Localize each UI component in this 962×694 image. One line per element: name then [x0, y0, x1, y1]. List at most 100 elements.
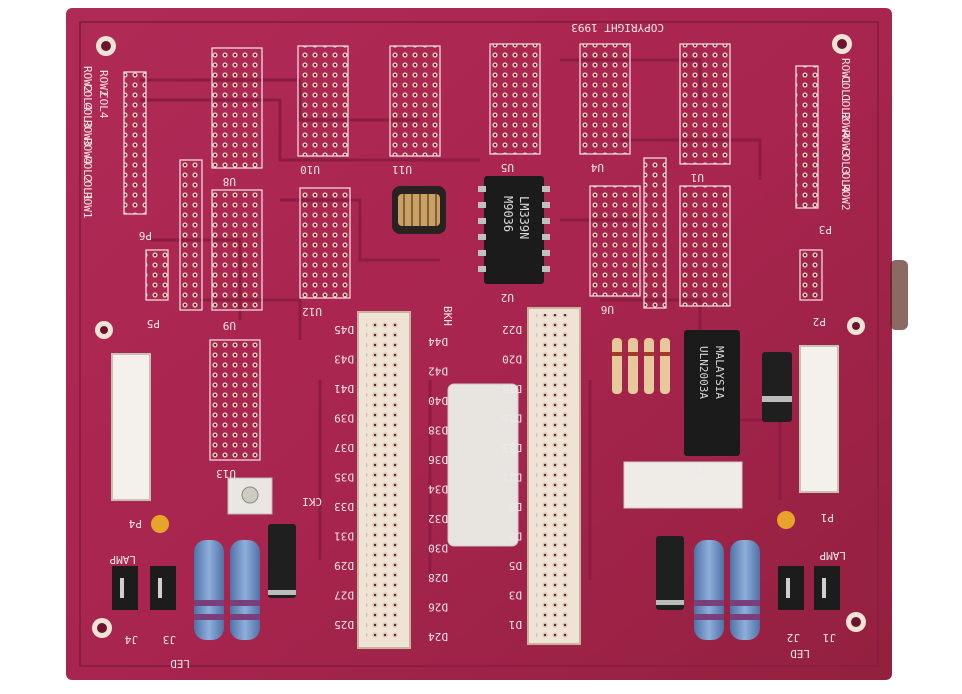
silk-label: D34	[428, 483, 448, 496]
label-lamp-right: LAMP	[819, 549, 846, 562]
edge-label: ROW1	[81, 192, 94, 219]
u2-marking-2: LM339N	[517, 196, 531, 239]
power-resistors	[194, 540, 760, 640]
ic-ref-label: U4	[590, 161, 604, 174]
ic-ref-label: U12	[302, 305, 322, 318]
silk-label: D25	[334, 618, 354, 631]
label-led-right: LED	[790, 647, 810, 660]
silk-label: D31	[334, 530, 354, 543]
jumpers	[112, 566, 840, 610]
u2-marking-1: M9036	[501, 196, 515, 232]
copyright-label: COPYRIGHT 1993	[571, 21, 664, 34]
edge-connectors	[123, 65, 823, 301]
edge-label: COL1	[839, 76, 852, 103]
silk-label: D7	[509, 530, 522, 543]
label-sticker	[447, 383, 519, 547]
silk-label: D44	[428, 335, 448, 348]
silk-label: D24	[428, 630, 448, 643]
ic-ref-label: U9	[223, 319, 236, 332]
silk-label: D41	[334, 382, 354, 395]
silk-label: D39	[334, 412, 354, 425]
svg-text:ROW2: ROW2	[97, 70, 110, 97]
silk-label: D20	[502, 353, 522, 366]
silk-label: D28	[428, 571, 448, 584]
silk-label: D32	[428, 512, 448, 525]
label-j4: J4	[124, 633, 138, 646]
silk-label: D26	[428, 601, 448, 614]
edge-label: COL2	[839, 94, 852, 121]
capacitor-right	[777, 511, 795, 529]
label-p5: P5	[147, 317, 160, 330]
edge-label: COL4	[839, 166, 852, 193]
edge-label: ROW2	[81, 66, 94, 93]
ic-footprints	[179, 43, 731, 461]
label-p6: P6	[139, 229, 152, 242]
silk-label: D45	[334, 323, 354, 336]
resistor-cluster	[612, 338, 670, 394]
label-p3: P3	[819, 223, 832, 236]
edge-label: ROW4	[839, 112, 852, 139]
connector-p4	[111, 353, 151, 501]
edge-label: COL4	[81, 84, 94, 111]
ic-ref-label: U11	[392, 163, 412, 176]
mounting-holes	[92, 34, 866, 638]
label-j3: J3	[163, 633, 176, 646]
board-edge-shadow	[890, 260, 908, 330]
silk-label: D37	[334, 441, 354, 454]
silk-label: D5	[509, 559, 522, 572]
ic-ref-label: U3	[695, 463, 708, 476]
diodes	[268, 352, 792, 610]
silk-label: D43	[334, 353, 354, 366]
u3-marking-1: ULN2003A	[697, 346, 710, 399]
edge-label: COL3	[81, 102, 94, 129]
ic-ref-label: U8	[223, 175, 236, 188]
ic-u3: ULN2003A MALAYSIA	[684, 330, 740, 456]
label-sticker-2	[623, 461, 743, 509]
ic-ref-label: U13	[216, 467, 236, 480]
silk-label: D42	[428, 365, 448, 378]
label-cki: CKI	[302, 495, 322, 508]
edge-label: ROW4	[81, 138, 94, 165]
edge-label: COL2	[81, 156, 94, 183]
inductor	[392, 186, 446, 234]
silk-label: D13	[502, 441, 522, 454]
silk-label: D27	[334, 589, 354, 602]
left-edge-labels: ROW2 COL4	[97, 70, 110, 119]
u3-marking-2: MALAYSIA	[713, 346, 726, 399]
silk-label: D9	[509, 500, 522, 513]
pcb-board	[66, 8, 892, 680]
label-led-left: LED	[170, 657, 190, 670]
ic-ref-label: U10	[300, 163, 320, 176]
silk-label: D1	[509, 618, 522, 631]
silk-label: D15	[502, 412, 522, 425]
ic-ref-label: U2	[501, 291, 514, 304]
silk-label: D35	[334, 471, 354, 484]
silk-label: D3	[509, 589, 522, 602]
ic-ref-label: U5	[501, 161, 514, 174]
silk-label: D18	[502, 382, 522, 395]
label-p2: P2	[813, 315, 826, 328]
silk-label: D33	[334, 500, 354, 513]
label-lamp-left: LAMP	[109, 553, 136, 566]
ic-ref-label: U6	[601, 303, 614, 316]
connector-p1	[799, 345, 839, 493]
label-p1: P1	[821, 511, 834, 524]
edge-label: ROW1	[839, 58, 852, 85]
label-bkh: BKH	[441, 306, 454, 326]
capacitor-left	[151, 515, 169, 533]
ic-ref-label: U1	[691, 171, 704, 184]
ic-u2: M9036 LM339N	[478, 176, 550, 284]
edge-label: ROW2	[839, 184, 852, 211]
edge-label: ROW3	[839, 130, 852, 157]
label-p4: P4	[128, 517, 142, 530]
silk-label: D38	[428, 424, 448, 437]
silk-label: D29	[334, 559, 354, 572]
silk-label: D30	[428, 542, 448, 555]
